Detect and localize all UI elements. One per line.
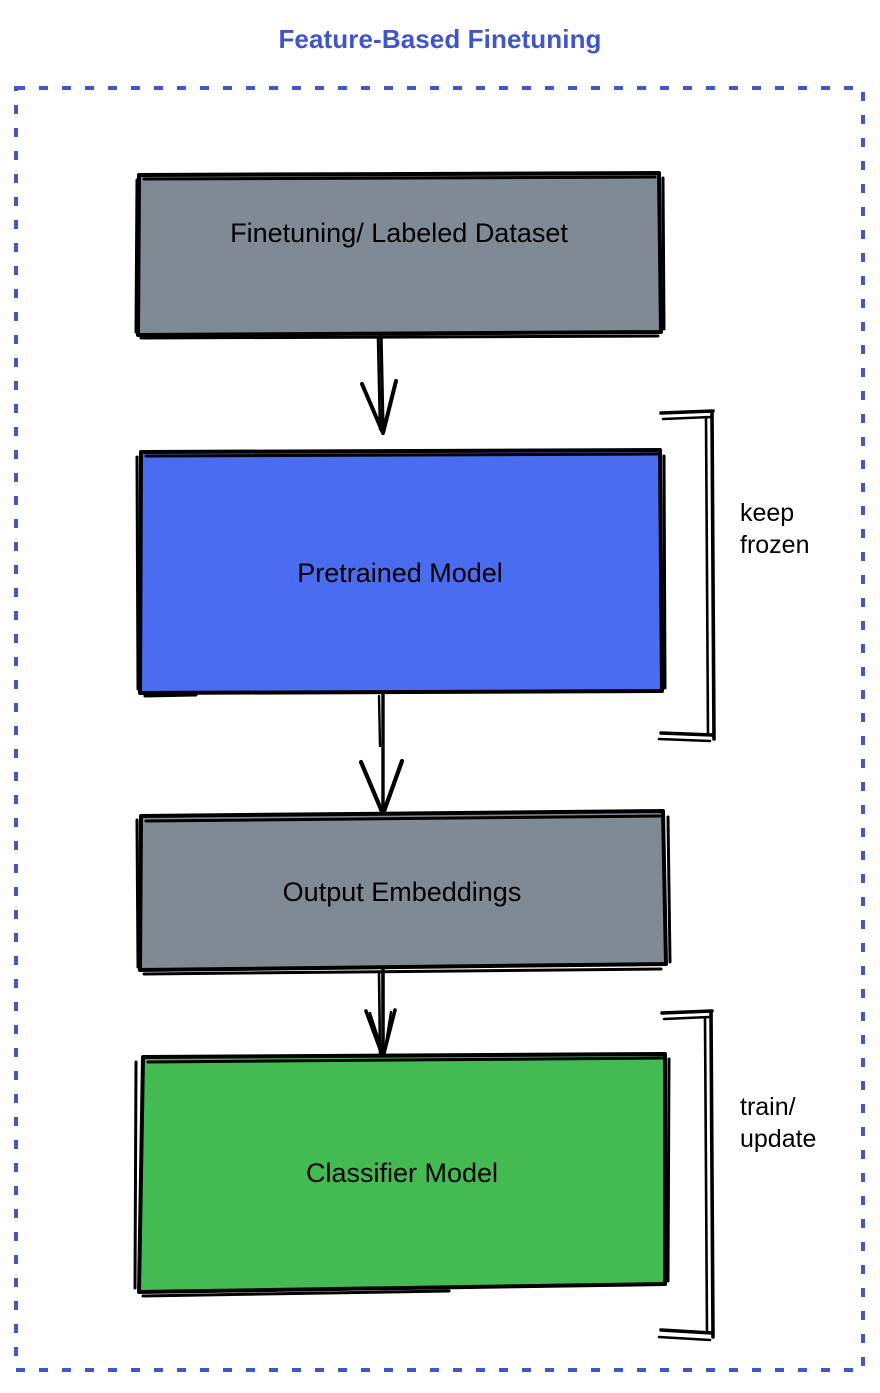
node-dataset-label: Finetuning/ Labeled Dataset: [230, 218, 568, 248]
annotation-train-update: train/ update: [740, 1093, 817, 1153]
arrowhead: [360, 379, 398, 435]
node-output-embeddings-sketch-stroke: [135, 814, 672, 976]
bracket-train-update: [657, 1009, 715, 1342]
bracket-keep-frozen: [657, 409, 716, 743]
node-dataset[interactable]: [134, 171, 666, 340]
node-dataset-sketch-stroke: [134, 175, 666, 340]
node-classifier-model-sketch-stroke: [133, 1056, 671, 1298]
node-output-embeddings-outline: [138, 809, 668, 972]
page-title: Feature-Based Finetuning: [278, 24, 602, 54]
node-classifier-model-label: Classifier Model: [305, 1158, 499, 1188]
node-classifier-model[interactable]: [133, 1052, 671, 1298]
arrow-pretrained-to-embeddings: [358, 692, 405, 817]
arrow-embeddings-to-classifier: [364, 968, 397, 1059]
arrow-dataset-to-pretrained: [360, 335, 398, 435]
node-dataset-outline: [136, 171, 663, 337]
dashed-container-border: [14, 86, 865, 1372]
node-pretrained-model-sketch-stroke: [135, 452, 667, 698]
node-pretrained-model-fill: [141, 451, 661, 692]
node-output-embeddings[interactable]: [135, 809, 672, 976]
node-pretrained-model-label: Pretrained Model: [297, 558, 503, 588]
node-pretrained-model-outline: [138, 448, 664, 695]
node-pretrained-model[interactable]: [135, 448, 667, 698]
node-classifier-model-outline: [137, 1052, 667, 1294]
node-output-embeddings-label: Output Embeddings: [282, 877, 522, 907]
annotation-keep-frozen: keep frozen: [740, 499, 810, 559]
node-dataset-fill: [139, 174, 661, 334]
node-output-embeddings-fill: [141, 812, 665, 969]
node-classifier-model-fill: [140, 1055, 665, 1291]
